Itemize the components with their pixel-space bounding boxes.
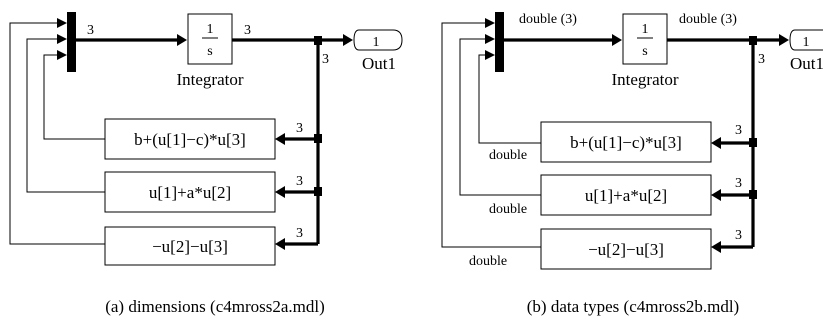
outport-block[interactable] [353,29,403,51]
fcn-block-2[interactable] [104,171,276,213]
integrator-out-type-label: double (3) [679,12,737,27]
fcn-block-3[interactable] [540,228,712,270]
mux-out-type-label: double (3) [519,12,577,27]
junction-dim-label: 3 [758,52,765,67]
panel-a: 3 1 s Integrator 3 3 1 Out1 3 b+(u[1]−c)… [9,12,403,316]
mux-out-dim-label: 3 [87,23,94,38]
fcn-2-in-dim: 3 [296,174,303,189]
fcn-2-in-dim: 3 [735,176,742,191]
feedback-line-2 [459,38,541,196]
outport-block[interactable] [789,29,823,51]
fcn-3-out-type: double [469,254,507,269]
integrator-numerator: 1 [207,22,214,37]
fcn-1-out-type: double [489,148,527,163]
outport-number: 1 [803,35,810,50]
signal-arrow [177,34,187,46]
fcn-1-in-dim: 3 [735,123,742,138]
outport-label: Out1 [362,54,396,73]
mux-input-arrow [485,50,495,60]
integrator-label: Integrator [611,70,678,89]
feedback-line-1 [478,54,541,144]
fcn-1-in-dim: 3 [296,121,303,136]
fcn-2-expression: u[1]+a*u[2] [149,183,231,202]
integrator-denominator: s [642,44,647,59]
junction-dim-label: 3 [322,52,329,67]
signal-arrow [612,34,622,46]
signal-arrow [711,241,721,253]
signal-arrow [275,186,285,198]
feedback-line-2 [26,38,105,193]
fcn-1-expression: b+(u[1]−c)*u[3] [570,133,682,152]
integrator-out-dim-label: 3 [244,23,251,38]
mux-block[interactable] [495,12,504,72]
fcn-3-expression: −u[2]−u[3] [152,237,228,256]
mux-input-arrow [485,34,495,44]
branch-junction [749,36,757,45]
signal-arrow [711,137,721,149]
fcn-1-expression: b+(u[1]−c)*u[3] [134,130,246,149]
caption-b: (b) data types (c4mross2b.mdl) [527,297,739,316]
fcn-3-in-dim: 3 [296,226,303,241]
feedback-line-3 [441,22,541,248]
integrator-label: Integrator [176,70,243,89]
fcn-2-out-type: double [489,202,527,217]
mux-input-arrow [57,50,67,60]
fcn-block-2[interactable] [540,174,712,216]
outport-label: Out1 [790,54,823,73]
fcn-block-1[interactable] [104,118,276,160]
mux-block[interactable] [67,12,76,72]
integrator-block[interactable] [622,13,668,65]
signal-arrow [275,238,285,250]
integrator-numerator: 1 [642,22,649,37]
panel-b: double double double double (3) 1 s Inte… [441,12,823,316]
signal-arrow [711,189,721,201]
mux-input-arrow [485,18,495,28]
integrator-denominator: s [207,44,212,59]
feedback-line-3 [9,22,105,245]
fcn-block-3[interactable] [104,226,276,266]
mux-input-arrow [57,34,67,44]
signal-arrow [343,34,353,46]
integrator-block[interactable] [187,13,233,65]
feedback-line-1 [43,54,105,140]
fcn-3-in-dim: 3 [735,228,742,243]
signal-arrow [275,133,285,145]
branch-junction [314,36,322,45]
fcn-3-expression: −u[2]−u[3] [588,240,664,259]
caption-a: (a) dimensions (c4mross2a.mdl) [105,297,325,316]
outport-number: 1 [373,35,380,50]
signal-arrow [779,34,789,46]
mux-input-arrow [57,18,67,28]
fcn-block-1[interactable] [540,121,712,163]
fcn-2-expression: u[1]+a*u[2] [585,186,667,205]
